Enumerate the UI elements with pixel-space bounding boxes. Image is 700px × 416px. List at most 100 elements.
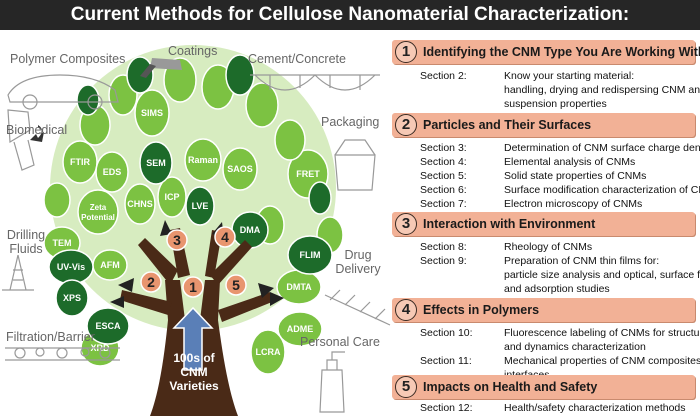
- row-text: Surface modification characterization of…: [504, 184, 700, 196]
- tree-number-4: 4: [221, 229, 229, 245]
- row-text-cont: particle size analysis and optical, surf…: [504, 269, 700, 281]
- tech-eds: EDS: [103, 167, 122, 177]
- leaf-saos: [222, 147, 258, 191]
- leaf-icp: [157, 176, 187, 218]
- section-title-5: Impacts on Health and Safety: [423, 380, 598, 394]
- row-label: Section 5:: [420, 170, 467, 182]
- app-packaging: Packaging: [321, 115, 380, 129]
- page-title: Current Methods for Cellulose Nanomateri…: [0, 0, 700, 30]
- row-label: Section 9:: [420, 255, 467, 267]
- section-row: Section 9: Preparation of CNM thin films …: [420, 255, 659, 268]
- trunk-line3: Varieties: [169, 379, 219, 393]
- tech-tem: TEM: [53, 238, 72, 248]
- section-row: Section 2: Know your starting material:: [420, 70, 634, 83]
- central-arrow: [172, 306, 214, 371]
- row-label: Section 7:: [420, 198, 467, 210]
- leaf-xps: [55, 279, 89, 317]
- row-label: Section 8:: [420, 241, 467, 253]
- app-biomedical: Biomedical: [6, 123, 68, 137]
- curve-arrow-icon: [30, 125, 44, 142]
- section-number-3: 3: [395, 213, 417, 235]
- section-title-1: Identifying the CNM Type You Are Working…: [423, 45, 700, 59]
- tech-adme: ADME: [287, 324, 314, 334]
- row-text: Mechanical properties of CNM composites …: [504, 355, 700, 367]
- tech-chns: CHNS: [127, 199, 153, 209]
- section-header-2: 2 Particles and Their Surfaces: [392, 113, 695, 137]
- tech-zeta-2: Potential: [81, 213, 115, 222]
- row-text: Determination of CNM surface charge dens…: [504, 142, 700, 154]
- app-drug-line2: Delivery: [335, 262, 381, 276]
- section-header-1: 1 Identifying the CNM Type You Are Worki…: [392, 40, 700, 64]
- section-row: Section 11: Mechanical properties of CNM …: [420, 355, 700, 368]
- tech-icp: ICP: [164, 192, 179, 202]
- tech-xps: XPS: [63, 293, 81, 303]
- row-text-cont: and dynamics characterization: [504, 341, 646, 353]
- leaf-ftir: [62, 140, 98, 184]
- section-header-3: 3 Interaction with Environment: [392, 212, 695, 236]
- section-row: Section 12: Health/safety characterizatio…: [420, 402, 686, 415]
- section-row: Section 5: Solid state properties of CNMs: [420, 170, 646, 183]
- row-text: Know your starting material:: [504, 70, 635, 82]
- tech-raman: Raman: [188, 155, 218, 165]
- tech-ftir: FTIR: [70, 157, 90, 167]
- knee-icon: [7, 109, 35, 171]
- section-number-2: 2: [395, 114, 417, 136]
- row-label: Section 4:: [420, 156, 467, 168]
- row-label: Section 11:: [420, 355, 472, 367]
- trunk-line1: 100s of: [173, 351, 215, 365]
- tech-afm: AFM: [100, 260, 120, 270]
- row-text: Health/safety characterization methods: [504, 402, 686, 414]
- tech-flim: FLIM: [300, 250, 321, 260]
- row-text-cont: suspension properties: [504, 98, 607, 110]
- app-drilling: Drilling Fluids: [6, 228, 46, 256]
- row-text-cont: handling, drying and redispersing CNM an…: [504, 84, 700, 96]
- row-text: Fluorescence labeling of CNMs for struct…: [504, 327, 700, 339]
- section-number-5: 5: [395, 376, 417, 398]
- section-title-2: Particles and Their Surfaces: [423, 118, 592, 132]
- trunk-line2: CNM: [180, 365, 207, 379]
- syringe-icon: [324, 289, 391, 326]
- leaf-flim: [287, 235, 333, 275]
- row-label: Section 10:: [420, 327, 473, 339]
- leaf-chns: [124, 183, 156, 225]
- row-label: Section 2:: [420, 70, 467, 82]
- tree-number-5: 5: [232, 277, 240, 293]
- tech-dmta: DMTA: [286, 282, 312, 292]
- leaf-raman: [184, 138, 222, 182]
- leaf-zeta: [77, 189, 119, 235]
- tree-number-2: 2: [147, 274, 155, 290]
- tree-diagram: 1 2 3 4 5 100s of CNM Varieties SIMS FTI…: [2, 45, 391, 416]
- leaf-sem: [139, 141, 173, 185]
- tech-lcra: LCRA: [256, 347, 281, 357]
- app-cement: Cement/Concrete: [248, 52, 346, 66]
- leaf-esca: [86, 307, 130, 345]
- row-text: Electron microscopy of CNMs: [504, 198, 643, 210]
- tech-lve: LVE: [192, 201, 209, 211]
- app-polymer-composites: Polymer Composites: [10, 52, 126, 66]
- tree-number-3: 3: [173, 232, 181, 248]
- app-drug-delivery: Drug Delivery: [330, 248, 386, 276]
- car-icon: [7, 74, 119, 103]
- app-drilling-line2: Fluids: [9, 242, 43, 256]
- tech-sims: SIMS: [141, 108, 163, 118]
- section-number-1: 1: [395, 41, 417, 63]
- row-text: Rheology of CNMs: [504, 241, 593, 253]
- row-label: Section 12:: [420, 402, 473, 414]
- row-text-cont: and adsorption studies: [504, 283, 610, 295]
- section-header-4: 4 Effects in Polymers: [392, 298, 695, 322]
- row-text: Solid state properties of CNMs: [504, 170, 647, 182]
- section-row: Section 6:Surface modification character…: [420, 184, 700, 197]
- tech-dma: DMA: [240, 225, 261, 235]
- section-title-3: Interaction with Environment: [423, 217, 596, 231]
- row-label: Section 3:: [420, 142, 467, 154]
- tech-zeta-1: Zeta: [90, 203, 107, 212]
- leaf-lve: [185, 186, 215, 226]
- section-title-4: Effects in Polymers: [423, 303, 540, 317]
- app-personal-care: Personal Care: [300, 335, 380, 349]
- takeout-box-icon: [334, 139, 376, 191]
- tech-sem: SEM: [146, 158, 166, 168]
- section-row: Section 8: Rheology of CNMs: [420, 241, 592, 254]
- section-number-4: 4: [395, 299, 417, 321]
- row-text: Elemental analysis of CNMs: [504, 156, 636, 168]
- row-text: Preparation of CNM thin films for:: [504, 255, 660, 267]
